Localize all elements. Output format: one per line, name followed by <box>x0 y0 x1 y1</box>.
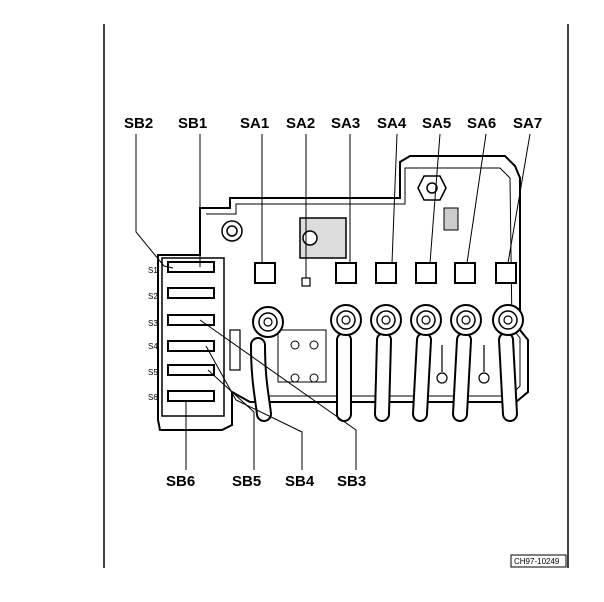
fuse-sb4 <box>167 340 215 352</box>
label-sb3: SB3 <box>337 473 366 490</box>
bus-plate <box>277 329 327 383</box>
ring-terminals <box>436 345 490 384</box>
slot-label-s3: S3 <box>148 319 158 328</box>
bus-hole <box>290 373 300 383</box>
fuse-sa3 <box>335 262 357 284</box>
label-sa6: SA6 <box>467 115 496 132</box>
fuse-sa7 <box>495 262 517 284</box>
fuse-sa6 <box>454 262 476 284</box>
fuse-strip-connector <box>229 329 241 371</box>
left-mount-bolt-inner <box>226 225 238 237</box>
fuse-sa2 <box>301 277 311 287</box>
label-sb4: SB4 <box>285 473 315 490</box>
bus-hole <box>309 340 319 350</box>
fuse-sb5 <box>167 364 215 376</box>
slot-label-s4: S4 <box>148 342 158 351</box>
top-stud-shaft <box>443 207 459 231</box>
cable-lug-5 <box>450 304 482 422</box>
leader-lines <box>135 133 531 470</box>
top-stud <box>426 182 438 194</box>
slot-label-s2: S2 <box>148 292 158 301</box>
fuse-sb2 <box>167 287 215 299</box>
slot-label-s5: S5 <box>148 368 158 377</box>
bracket-bolt <box>302 230 318 246</box>
label-sb5: SB5 <box>232 473 261 490</box>
cable-lug-6 <box>492 304 524 422</box>
fuse-sa4 <box>375 262 397 284</box>
slot-label-s1: S1 <box>148 266 158 275</box>
cable-lug-3 <box>370 304 402 422</box>
label-sa1: SA1 <box>240 115 269 132</box>
fuse-sa5 <box>415 262 437 284</box>
figure-code: CH97-10249 <box>514 557 560 566</box>
label-sa5: SA5 <box>422 115 451 132</box>
label-sb2: SB2 <box>124 115 153 132</box>
slot-label-s6: S6 <box>148 393 158 402</box>
label-sa4: SA4 <box>377 115 407 132</box>
cable-lug-2 <box>330 304 362 422</box>
fuse-sb6 <box>167 390 215 402</box>
cable-lug-4 <box>410 304 442 422</box>
label-sa7: SA7 <box>513 115 542 132</box>
bus-hole <box>290 340 300 350</box>
label-sa2: SA2 <box>286 115 315 132</box>
bus-hole <box>309 373 319 383</box>
fuse-sb1 <box>167 261 215 273</box>
fuse-box-inner-outline <box>206 167 521 397</box>
figure-code-box <box>510 554 567 568</box>
cable-lug-1 <box>250 306 284 422</box>
fuse-strip-sb <box>161 257 225 417</box>
label-sb1: SB1 <box>178 115 207 132</box>
label-sb6: SB6 <box>166 473 195 490</box>
fuse-box-housing <box>157 155 529 431</box>
fuse-sa1 <box>254 262 276 284</box>
fuse-sb3 <box>167 314 215 326</box>
label-sa3: SA3 <box>331 115 360 132</box>
